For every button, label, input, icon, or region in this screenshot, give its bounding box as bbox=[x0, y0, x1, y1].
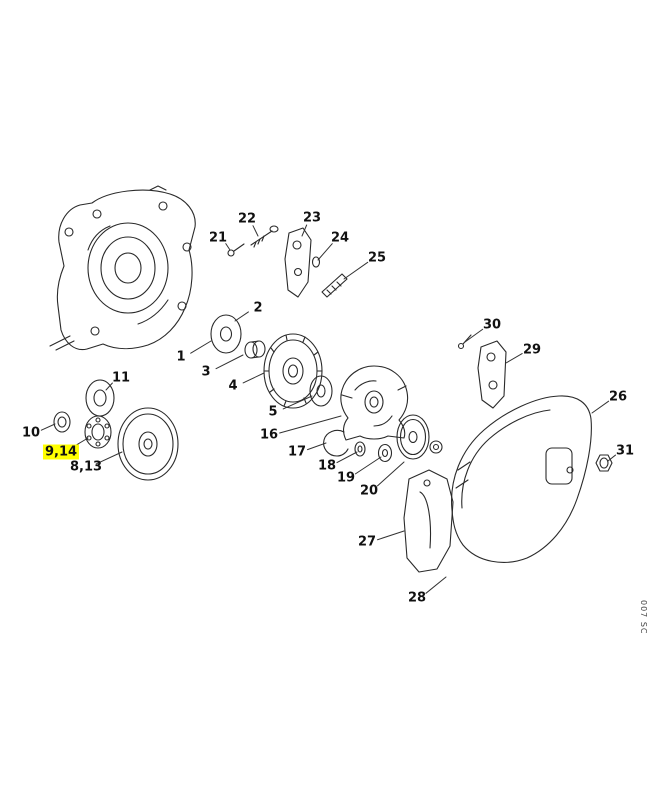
part-label-5[interactable]: 5 bbox=[268, 404, 278, 420]
drum-8-13 bbox=[117, 407, 179, 481]
part-label-29[interactable]: 29 bbox=[522, 342, 542, 358]
part-label-28[interactable]: 28 bbox=[407, 590, 427, 606]
guard-27 bbox=[403, 469, 454, 573]
part-label-26[interactable]: 26 bbox=[608, 389, 628, 405]
part-label-1[interactable]: 1 bbox=[176, 349, 186, 365]
spring-17 bbox=[323, 429, 349, 457]
pin-25 bbox=[321, 273, 348, 298]
part-label-30[interactable]: 30 bbox=[482, 317, 502, 333]
washer-24 bbox=[311, 256, 321, 268]
diagram-code: 007 SC bbox=[639, 600, 648, 635]
clutch-assembly bbox=[340, 365, 409, 441]
part-label-17[interactable]: 17 bbox=[287, 444, 307, 460]
part-label-27[interactable]: 27 bbox=[357, 534, 377, 550]
leader-lines bbox=[40, 224, 617, 594]
plate-20 bbox=[396, 414, 430, 460]
part-label-20[interactable]: 20 bbox=[359, 483, 379, 499]
drum-4 bbox=[263, 333, 323, 409]
washer-1-2 bbox=[210, 314, 242, 354]
part-label-21[interactable]: 21 bbox=[208, 230, 228, 246]
cover-26 bbox=[450, 395, 592, 563]
part-label-4[interactable]: 4 bbox=[228, 378, 238, 394]
part-label-31[interactable]: 31 bbox=[615, 443, 635, 459]
bearing-small bbox=[429, 440, 443, 454]
part-label-9-14[interactable]: 9,14 bbox=[42, 444, 80, 460]
nut-31 bbox=[595, 454, 613, 472]
part-label-22[interactable]: 22 bbox=[237, 211, 257, 227]
washer-19 bbox=[377, 443, 393, 463]
bearing-9-14 bbox=[84, 415, 112, 449]
part-label-8-13[interactable]: 8,13 bbox=[69, 459, 103, 475]
part-label-10[interactable]: 10 bbox=[21, 425, 41, 441]
screw-22 bbox=[250, 225, 279, 248]
part-label-23[interactable]: 23 bbox=[302, 210, 322, 226]
plate-29 bbox=[477, 340, 507, 409]
part-label-24[interactable]: 24 bbox=[330, 230, 350, 246]
part-label-19[interactable]: 19 bbox=[336, 470, 356, 486]
crankcase-drawing bbox=[49, 185, 196, 351]
washer-5 bbox=[309, 375, 333, 407]
part-label-18[interactable]: 18 bbox=[317, 458, 337, 474]
screw-21 bbox=[227, 243, 245, 257]
washer-18 bbox=[354, 441, 366, 457]
part-label-3[interactable]: 3 bbox=[201, 364, 211, 380]
hub-3 bbox=[244, 340, 266, 359]
part-label-16[interactable]: 16 bbox=[259, 427, 279, 443]
part-label-25[interactable]: 25 bbox=[367, 250, 387, 266]
part-label-11[interactable]: 11 bbox=[111, 370, 131, 386]
screw-30 bbox=[457, 334, 472, 350]
ring-10 bbox=[53, 411, 71, 433]
part-label-2[interactable]: 2 bbox=[253, 300, 263, 316]
